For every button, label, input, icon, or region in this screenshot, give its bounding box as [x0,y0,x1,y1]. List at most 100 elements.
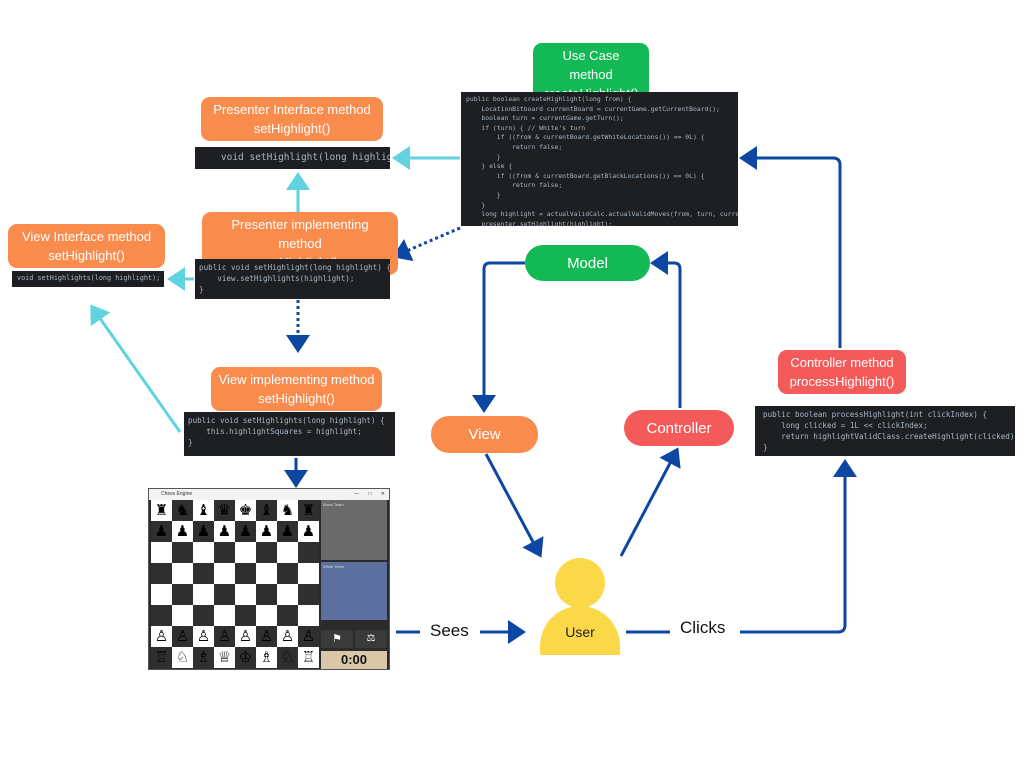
chess-piece[interactable]: ♟ [196,522,211,540]
board-square[interactable] [256,563,277,584]
board-square[interactable] [277,563,298,584]
board-square[interactable]: ♝ [193,500,214,521]
chess-piece[interactable]: ♙ [259,627,274,645]
board-square[interactable] [214,542,235,563]
board-square[interactable]: ♟ [172,521,193,542]
chess-piece[interactable]: ♖ [154,648,169,666]
board-square[interactable]: ♟ [277,521,298,542]
chess-piece[interactable]: ♟ [175,522,190,540]
chess-piece[interactable]: ♘ [175,648,190,666]
board-square[interactable]: ♜ [298,500,319,521]
board-square[interactable] [151,605,172,626]
chess-piece[interactable]: ♞ [175,501,190,519]
board-square[interactable]: ♘ [172,647,193,668]
board-square[interactable]: ♗ [193,647,214,668]
board-square[interactable]: ♝ [256,500,277,521]
board-square[interactable]: ♙ [214,626,235,647]
board-square[interactable] [235,584,256,605]
chess-piece[interactable]: ♔ [238,648,253,666]
board-square[interactable]: ♟ [214,521,235,542]
chess-piece[interactable]: ♙ [196,627,211,645]
board-square[interactable] [256,584,277,605]
chess-piece[interactable]: ♚ [238,501,253,519]
chess-piece[interactable]: ♟ [259,522,274,540]
chess-piece[interactable]: ♜ [154,501,169,519]
board-square[interactable]: ♕ [214,647,235,668]
board-square[interactable]: ♟ [193,521,214,542]
board-square[interactable]: ♚ [235,500,256,521]
board-square[interactable]: ♞ [277,500,298,521]
board-square[interactable] [172,563,193,584]
board-square[interactable]: ♙ [193,626,214,647]
chess-piece[interactable]: ♝ [196,501,211,519]
chess-piece[interactable]: ♞ [280,501,295,519]
board-square[interactable]: ♜ [151,500,172,521]
board-square[interactable]: ♟ [298,521,319,542]
board-square[interactable] [298,542,319,563]
chess-piece[interactable]: ♕ [217,648,232,666]
board-square[interactable]: ♞ [172,500,193,521]
board-square[interactable]: ♖ [151,647,172,668]
board-square[interactable] [298,563,319,584]
board-square[interactable] [151,563,172,584]
board-square[interactable]: ♗ [256,647,277,668]
board-square[interactable]: ♙ [277,626,298,647]
board-square[interactable] [193,605,214,626]
board-square[interactable] [277,605,298,626]
chess-piece[interactable]: ♟ [217,522,232,540]
board-square[interactable]: ♙ [235,626,256,647]
chess-piece[interactable]: ♟ [154,522,169,540]
chess-board[interactable]: ♜♞♝♛♚♝♞♜♟♟♟♟♟♟♟♟♙♙♙♙♙♙♙♙♖♘♗♕♔♗♘♖ [151,500,319,668]
flag-button[interactable]: ⚑ [321,630,353,648]
board-square[interactable]: ♔ [235,647,256,668]
chess-piece[interactable]: ♙ [301,627,316,645]
board-square[interactable]: ♟ [256,521,277,542]
board-square[interactable] [172,542,193,563]
chess-piece[interactable]: ♙ [238,627,253,645]
board-square[interactable] [172,605,193,626]
board-square[interactable] [256,605,277,626]
chess-piece[interactable]: ♟ [238,522,253,540]
board-square[interactable]: ♙ [298,626,319,647]
board-square[interactable] [235,605,256,626]
chess-piece[interactable]: ♙ [280,627,295,645]
chess-piece[interactable]: ♟ [301,522,316,540]
chess-piece[interactable]: ♟ [280,522,295,540]
board-square[interactable]: ♙ [256,626,277,647]
board-square[interactable] [235,563,256,584]
close-button[interactable]: ✕ [380,491,385,497]
board-square[interactable]: ♖ [298,647,319,668]
board-square[interactable] [256,542,277,563]
board-square[interactable] [193,584,214,605]
chess-piece[interactable]: ♗ [196,648,211,666]
draw-button[interactable]: ⚖ [355,630,387,648]
chess-piece[interactable]: ♘ [280,648,295,666]
board-square[interactable] [214,605,235,626]
board-square[interactable] [298,584,319,605]
chess-piece[interactable]: ♗ [259,648,274,666]
chess-piece[interactable]: ♖ [301,648,316,666]
board-square[interactable]: ♙ [172,626,193,647]
board-square[interactable] [214,584,235,605]
maximize-button[interactable]: □ [368,491,372,497]
board-square[interactable] [214,563,235,584]
board-square[interactable]: ♟ [151,521,172,542]
board-square[interactable] [193,542,214,563]
board-square[interactable] [298,605,319,626]
minimize-button[interactable]: — [353,491,359,497]
board-square[interactable] [193,563,214,584]
chess-piece[interactable]: ♝ [259,501,274,519]
board-square[interactable]: ♙ [151,626,172,647]
board-square[interactable] [235,542,256,563]
board-square[interactable]: ♟ [235,521,256,542]
chess-piece[interactable]: ♛ [217,501,232,519]
board-square[interactable] [172,584,193,605]
board-square[interactable] [151,542,172,563]
board-square[interactable] [277,542,298,563]
board-square[interactable] [277,584,298,605]
board-square[interactable] [151,584,172,605]
chess-piece[interactable]: ♙ [217,627,232,645]
board-square[interactable]: ♛ [214,500,235,521]
board-square[interactable]: ♘ [277,647,298,668]
chess-piece[interactable]: ♜ [301,501,316,519]
